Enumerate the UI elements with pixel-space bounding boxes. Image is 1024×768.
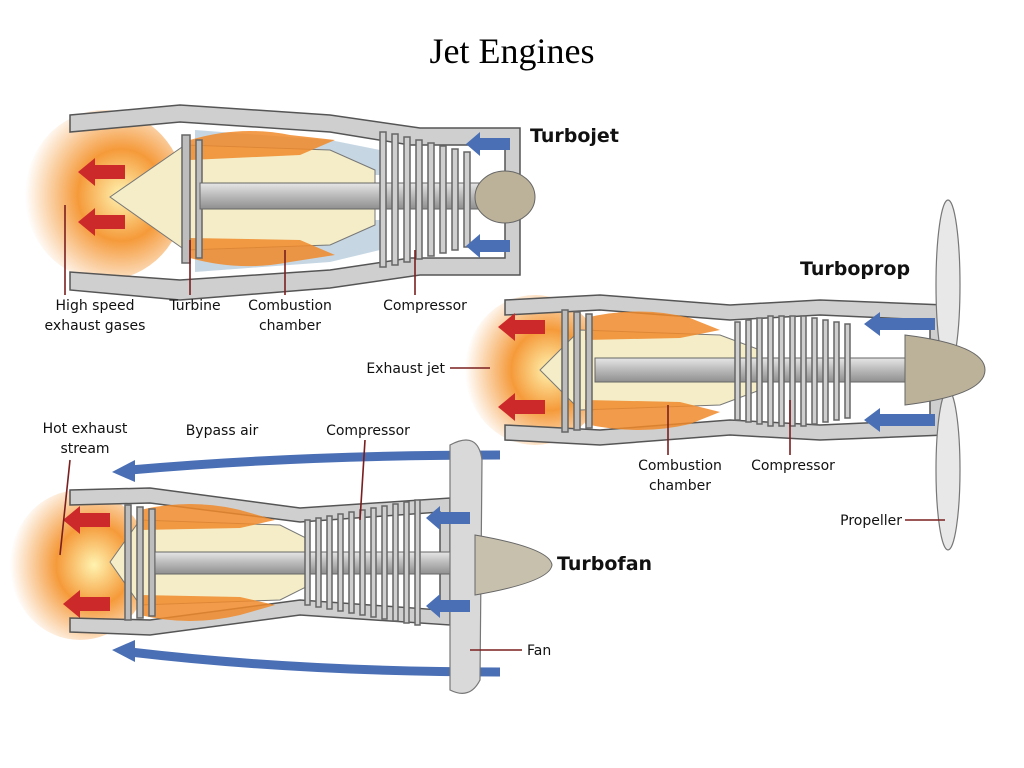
turbofan-label-hot-exhaust-1: Hot exhaust: [43, 421, 128, 437]
turboprop-shaft: [594, 357, 916, 383]
turboprop-label-combustion-2: chamber: [649, 478, 711, 494]
turbojet-engine: Turbojet High speed exhaust gases Turbin…: [25, 104, 619, 334]
turbojet-nose-cone: [474, 170, 536, 224]
turboprop-label-combustion-1: Combustion: [638, 458, 722, 474]
turbojet-flame-bottom: [190, 238, 335, 267]
turboprop-compressor-blades: [734, 315, 851, 427]
turbofan-flame-bottom: [140, 595, 275, 621]
turbofan-fan-blades: [449, 439, 483, 694]
turbofan-bypass-air-arrowhead-bottom: [112, 640, 135, 662]
turboprop-label-exhaust-jet: Exhaust jet: [366, 361, 445, 377]
turbojet-label-high-speed-1: High speed: [56, 298, 135, 314]
turbojet-flame-top: [190, 131, 335, 160]
turboprop-engine: Turboprop Exhaust jet Combustion chamber…: [366, 199, 986, 551]
turbojet-shaft: [199, 182, 501, 210]
turbojet-intake-arrows: [466, 132, 510, 258]
turboprop-label-propeller: Propeller: [840, 513, 902, 529]
turboprop-label-compressor: Compressor: [751, 458, 835, 474]
turboprop-flame-bottom: [585, 400, 720, 430]
turbofan-shaft: [154, 551, 476, 575]
turbofan-label-compressor: Compressor: [326, 423, 410, 439]
turbofan-title: Turbofan: [557, 553, 652, 575]
turbofan-compressor-blades: [304, 499, 421, 626]
turbofan-bypass-air-arrow-top: [129, 450, 501, 475]
turbojet-title: Turbojet: [530, 125, 619, 147]
page-title: Jet Engines: [429, 31, 595, 71]
turbojet-label-high-speed-2: exhaust gases: [45, 318, 146, 334]
turbofan-exhaust-arrows: [63, 506, 110, 618]
turboprop-title: Turboprop: [800, 258, 910, 280]
turbofan-bypass-air-arrowhead-top: [112, 460, 135, 482]
turboprop-propeller-blade-bottom: [935, 389, 961, 551]
turbofan-exhaust-glow: [10, 490, 150, 640]
turbojet-label-combustion-2: chamber: [259, 318, 321, 334]
turbofan-flame-top: [140, 504, 275, 530]
turbojet-label-compressor: Compressor: [383, 298, 467, 314]
turbofan-bypass-air-arrow-bottom: [129, 647, 501, 677]
turbofan-leader-compressor: [359, 439, 366, 521]
turboprop-flame-top: [585, 311, 720, 340]
turbofan-label-fan: Fan: [527, 643, 551, 659]
turbojet-label-turbine: Turbine: [168, 298, 220, 314]
turbofan-engine: Turbofan Hot exhaust stream Bypass air C…: [10, 421, 652, 694]
turbofan-spinner: [474, 534, 553, 596]
turbofan-label-bypass-air: Bypass air: [186, 423, 259, 439]
turboprop-turbine-blades: [561, 309, 593, 433]
turbojet-label-combustion-1: Combustion: [248, 298, 332, 314]
turboprop-spinner: [904, 334, 986, 406]
turbojet-compressor-blades: [379, 131, 471, 268]
turbofan-intake-arrows: [426, 506, 470, 618]
turbofan-turbine-blades: [124, 504, 156, 621]
turbofan-label-hot-exhaust-2: stream: [60, 441, 109, 457]
turboprop-intake-arrows: [864, 312, 935, 432]
turbofan-leader-hot-exhaust: [59, 459, 71, 556]
turboprop-exhaust-arrows: [498, 313, 545, 421]
turbojet-exhaust-arrows: [78, 158, 125, 236]
turbojet-casing: [69, 104, 521, 301]
